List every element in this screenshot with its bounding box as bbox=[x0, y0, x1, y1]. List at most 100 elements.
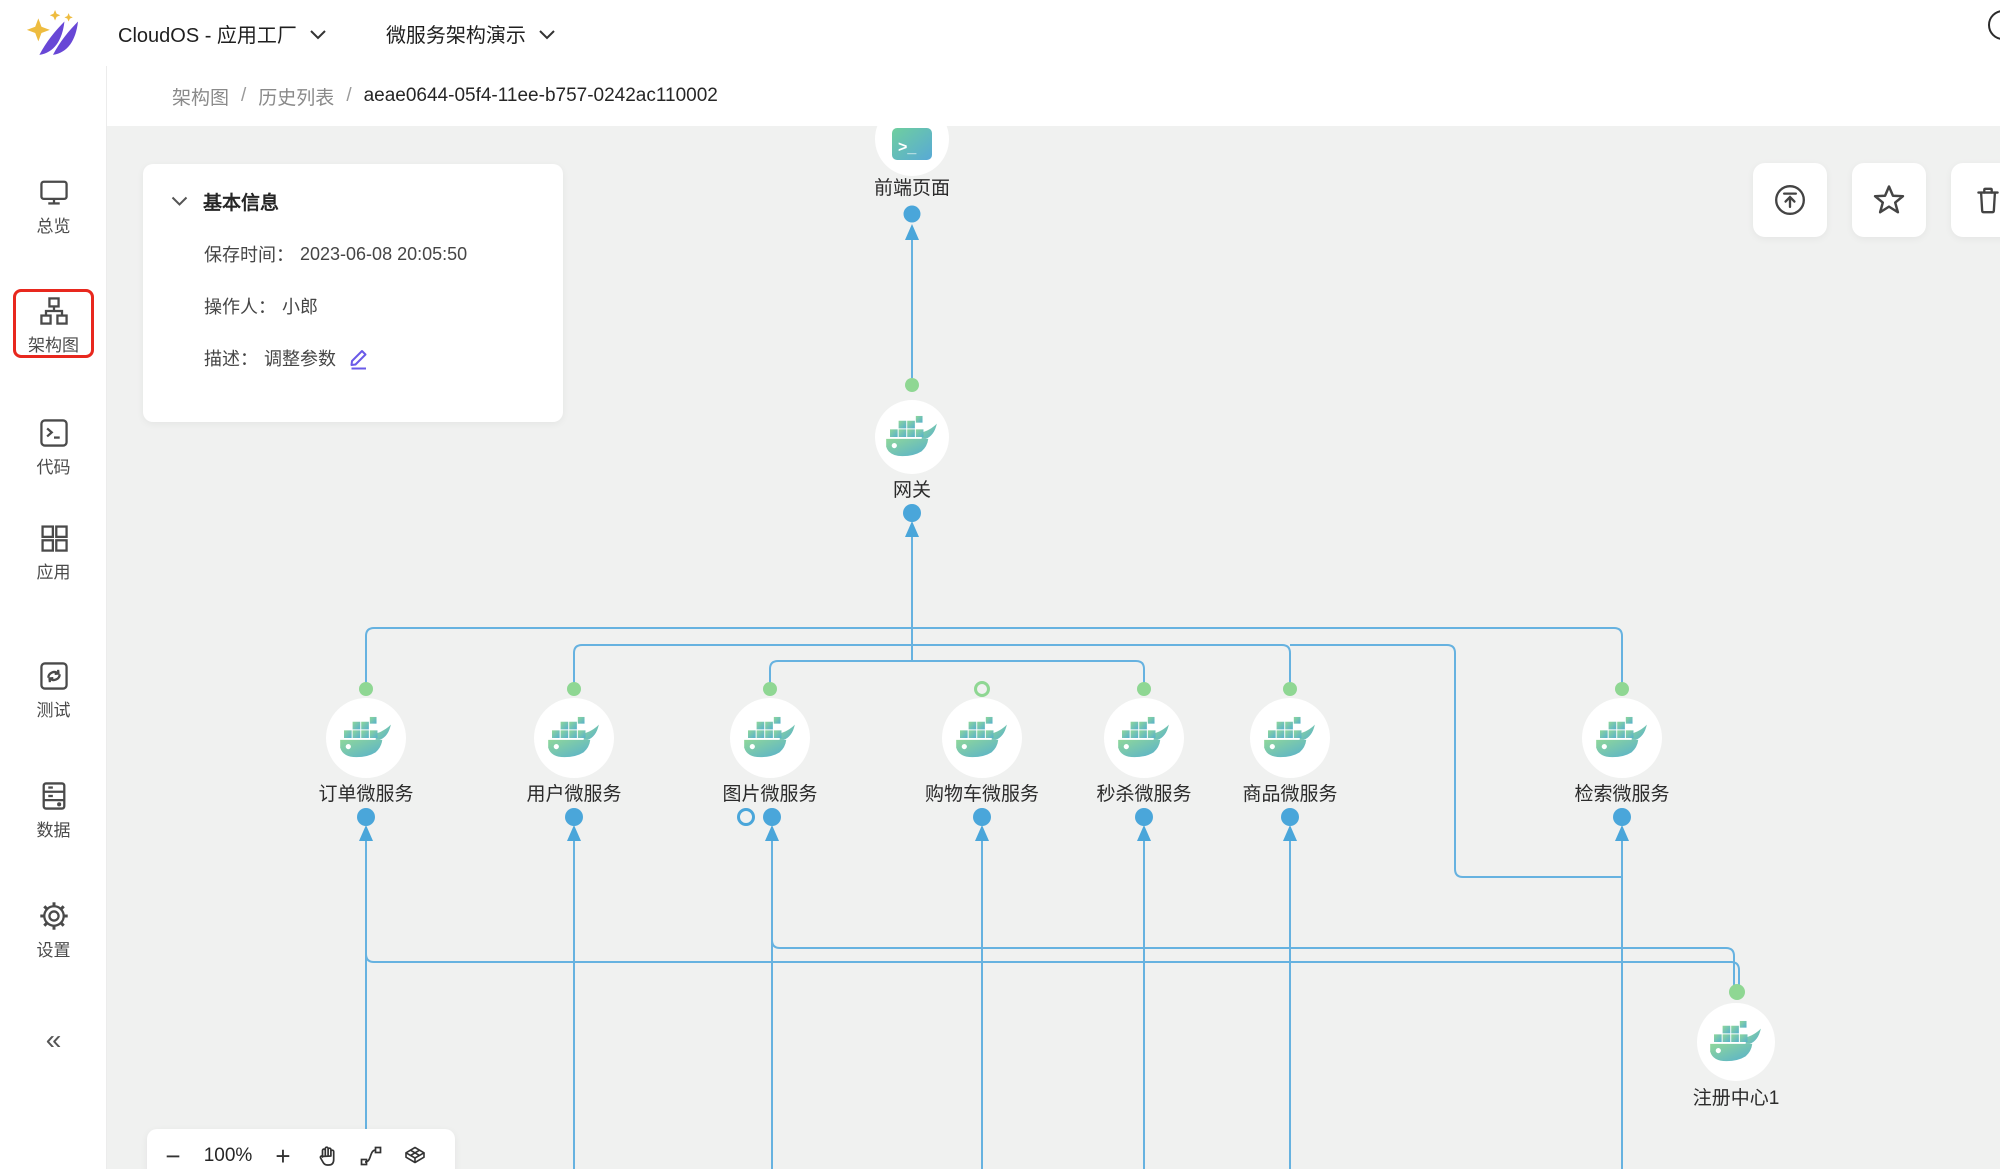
zoom-out-button[interactable]: − bbox=[165, 1140, 181, 1169]
edge-arrowheads bbox=[359, 224, 1629, 841]
port-green bbox=[763, 682, 777, 696]
port-green bbox=[1283, 682, 1297, 696]
sidebar-item-label: 总览 bbox=[36, 217, 71, 236]
breadcrumb-architecture[interactable]: 架构图 bbox=[172, 87, 230, 109]
description-label: 描述： bbox=[204, 349, 258, 369]
node-user-service[interactable]: 用户微服务 bbox=[526, 698, 622, 805]
breadcrumb-separator: / bbox=[346, 85, 352, 106]
trash-icon bbox=[1977, 187, 1999, 214]
sidebar-collapse-button[interactable]: « bbox=[45, 1024, 62, 1055]
node-product-service[interactable]: 商品微服务 bbox=[1242, 698, 1338, 805]
port-blue bbox=[973, 808, 991, 826]
port-blue bbox=[903, 205, 921, 223]
sidebar-item-label: 设置 bbox=[36, 941, 71, 960]
node-flashsale-service[interactable]: 秒杀微服务 bbox=[1096, 698, 1192, 805]
architecture-diagram: >_ 前端页面 网关 订单微服务 用户微服务 图片微服务 购物车 bbox=[318, 126, 1780, 1169]
test-cycle-icon bbox=[39, 662, 68, 690]
diagram-edges bbox=[365, 240, 1740, 1169]
save-time-row: 保存时间： 2023-06-08 20:05:50 bbox=[204, 241, 563, 267]
node-label: 前端页面 bbox=[874, 177, 950, 199]
project-title: 微服务架构演示 bbox=[385, 24, 526, 47]
port-blue-hollow bbox=[737, 808, 755, 826]
node-registry-1[interactable]: 注册中心1 bbox=[1693, 1003, 1780, 1109]
favorite-button[interactable] bbox=[1852, 163, 1926, 237]
node-label: 图片微服务 bbox=[722, 783, 817, 805]
node-label: 订单微服务 bbox=[318, 783, 413, 805]
node-gateway[interactable]: 网关 bbox=[875, 400, 949, 501]
star-icon bbox=[1873, 185, 1905, 214]
hand-icon bbox=[319, 1146, 335, 1166]
diagram-ports bbox=[357, 205, 1745, 1000]
apps-grid-icon bbox=[40, 525, 68, 552]
node-order-service[interactable]: 订单微服务 bbox=[318, 698, 414, 805]
terminal-icon bbox=[39, 419, 68, 447]
port-green bbox=[1137, 682, 1151, 696]
port-green bbox=[905, 378, 919, 392]
edge-product-to-search bbox=[1290, 644, 1622, 878]
collapse-caret-icon[interactable] bbox=[171, 196, 188, 207]
app-header: CloudOS - 应用工厂 微服务架构演示 bbox=[0, 0, 2000, 67]
edge-bracket-1 bbox=[365, 627, 1623, 689]
node-image-service[interactable]: 图片微服务 bbox=[722, 698, 818, 805]
sidebar-item-test[interactable]: 测试 bbox=[0, 660, 107, 721]
port-blue bbox=[565, 808, 583, 826]
database-icon bbox=[42, 782, 65, 810]
svg-text:>_: >_ bbox=[898, 139, 917, 156]
node-label: 购物车微服务 bbox=[925, 783, 1039, 805]
layers-box-icon bbox=[405, 1146, 425, 1164]
port-blue bbox=[1281, 808, 1299, 826]
workspace-switcher[interactable]: CloudOS - 应用工厂 bbox=[82, 19, 326, 48]
sidebar-nav: 总览 架构图 代码 应用 测试 数据 bbox=[0, 66, 107, 1169]
save-time-value: 2023-06-08 20:05:50 bbox=[300, 243, 468, 264]
node-label: 秒杀微服务 bbox=[1096, 783, 1191, 805]
port-blue bbox=[1135, 808, 1153, 826]
operator-value: 小郎 bbox=[282, 297, 318, 317]
port-blue bbox=[357, 808, 375, 826]
chevron-down-icon bbox=[539, 29, 555, 39]
delete-button[interactable] bbox=[1951, 163, 2000, 237]
port-blue bbox=[763, 808, 781, 826]
sidebar-item-label: 数据 bbox=[36, 821, 71, 840]
sidebar-item-architecture[interactable]: 架构图 bbox=[0, 295, 107, 356]
node-cart-service[interactable]: 购物车微服务 bbox=[925, 698, 1039, 805]
port-green bbox=[1615, 682, 1629, 696]
node-frontend-page[interactable]: >_ 前端页面 bbox=[874, 126, 950, 199]
zoom-level: 100% bbox=[203, 1145, 253, 1166]
frontend-page-icon bbox=[892, 128, 932, 160]
sidebar-item-overview[interactable]: 总览 bbox=[0, 176, 107, 237]
sidebar-item-label: 测试 bbox=[36, 701, 71, 720]
operator-label: 操作人： bbox=[204, 297, 276, 317]
pan-tool-button[interactable] bbox=[305, 1129, 349, 1169]
sidebar-item-settings[interactable]: 设置 bbox=[0, 900, 107, 961]
node-label: 网关 bbox=[893, 479, 931, 501]
breadcrumb-separator: / bbox=[241, 85, 247, 106]
breadcrumb-history[interactable]: 历史列表 bbox=[258, 87, 335, 109]
node-label: 检索微服务 bbox=[1574, 783, 1669, 805]
sidebar-item-data[interactable]: 数据 bbox=[0, 780, 107, 841]
breadcrumb: 架构图 / 历史列表 / aeae0644-05f4-11ee-b757-024… bbox=[107, 66, 2000, 126]
node-label: 用户微服务 bbox=[526, 783, 621, 805]
edge-bracket-3 bbox=[769, 660, 1145, 689]
sidebar-item-apps[interactable]: 应用 bbox=[0, 522, 107, 583]
description-value: 调整参数 bbox=[264, 349, 336, 369]
sidebar-item-label: 架构图 bbox=[28, 336, 79, 355]
description-row: 描述： 调整参数 bbox=[204, 345, 563, 371]
workspace-title: CloudOS - 应用工厂 bbox=[118, 24, 297, 47]
edge-registry-bus-b bbox=[365, 953, 1740, 988]
port-green bbox=[359, 682, 373, 696]
architecture-icon bbox=[39, 297, 68, 325]
project-switcher[interactable]: 微服务架构演示 bbox=[326, 19, 555, 48]
zoom-in-button[interactable]: + bbox=[275, 1140, 291, 1169]
publish-button[interactable] bbox=[1753, 163, 1827, 237]
basic-info-panel: 基本信息 保存时间： 2023-06-08 20:05:50 操作人： 小郎 描… bbox=[143, 164, 563, 422]
node-search-service[interactable]: 检索微服务 bbox=[1574, 698, 1670, 805]
connector-tool-button[interactable] bbox=[349, 1129, 393, 1169]
cloudos-logo-icon bbox=[26, 10, 78, 55]
user-avatar-partial[interactable] bbox=[1988, 10, 2000, 40]
diagram-canvas[interactable]: >_ 前端页面 网关 订单微服务 用户微服务 图片微服务 购物车 bbox=[107, 126, 2000, 1169]
node-label: 注册中心1 bbox=[1693, 1087, 1780, 1109]
layers-tool-button[interactable] bbox=[393, 1129, 437, 1169]
port-green-hollow bbox=[974, 681, 990, 697]
sidebar-item-code[interactable]: 代码 bbox=[0, 417, 107, 478]
pencil-edit-icon[interactable] bbox=[348, 346, 370, 370]
